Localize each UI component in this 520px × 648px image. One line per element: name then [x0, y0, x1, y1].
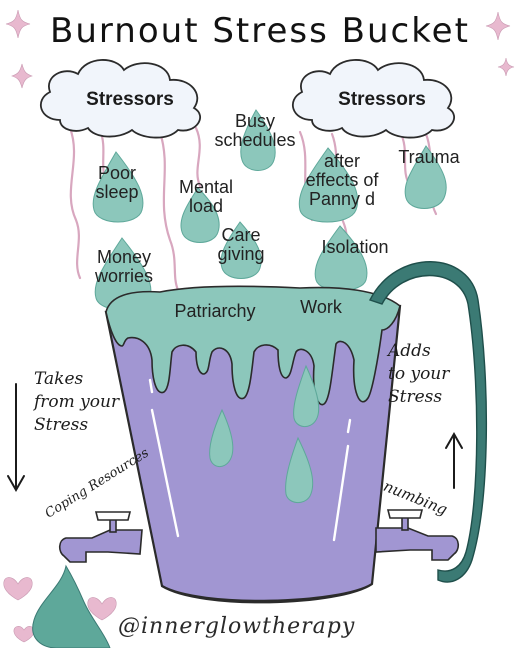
stressor-mental-load: Mental load — [178, 177, 234, 216]
sparkle-icon — [11, 63, 33, 89]
stressor-isolation: Isolation — [321, 237, 389, 257]
raindrop-icon — [209, 408, 234, 467]
cloud-right-label: Stressors — [338, 89, 426, 110]
raindrop-icon — [180, 187, 220, 243]
raindrop-icon — [314, 225, 368, 291]
raindrop-icon — [404, 145, 447, 209]
faucet-icon — [375, 509, 460, 561]
stress-pipe — [369, 261, 488, 583]
stressor-after-effects: after effects of Panny d — [305, 151, 379, 209]
stressor-poor-sleep: Poor sleep — [95, 163, 139, 202]
stressor-care-giving: Care giving — [217, 225, 265, 264]
raindrop-icon — [240, 109, 276, 171]
takes-from-stress-note: Takes from your Stress — [34, 369, 120, 435]
stressor-patriarchy: Patriarchy — [174, 301, 256, 321]
raindrop-icon — [92, 151, 144, 223]
coping-water — [32, 564, 111, 648]
faucet-icon — [58, 511, 143, 563]
cloud-right — [291, 59, 455, 139]
arrow-up-icon — [445, 431, 463, 489]
sparkle-icon — [485, 11, 511, 41]
arrow-down-icon — [7, 383, 25, 493]
heart-icon — [13, 626, 35, 643]
raindrop-icon — [285, 436, 314, 503]
sparkle-icon — [5, 9, 31, 39]
raindrop-icon — [293, 364, 320, 427]
stressor-work: Work — [300, 297, 342, 317]
adds-to-stress-note: Adds to your Stress — [388, 341, 450, 407]
raindrop-icon — [220, 221, 262, 279]
heart-icon — [87, 597, 117, 621]
heart-icon — [3, 577, 33, 601]
raindrop-icon — [298, 147, 359, 223]
stressor-busy-schedules: Busy schedules — [214, 111, 296, 150]
cloud-left-label: Stressors — [86, 89, 174, 110]
cloud-left — [39, 59, 201, 139]
page-title: Burnout Stress Bucket — [50, 11, 470, 51]
author-handle: @innerglowtherapy — [118, 614, 356, 639]
stressor-money-worries: Money worries — [94, 247, 153, 286]
stressor-trauma: Trauma — [398, 147, 460, 167]
sparkle-icon — [497, 57, 515, 77]
